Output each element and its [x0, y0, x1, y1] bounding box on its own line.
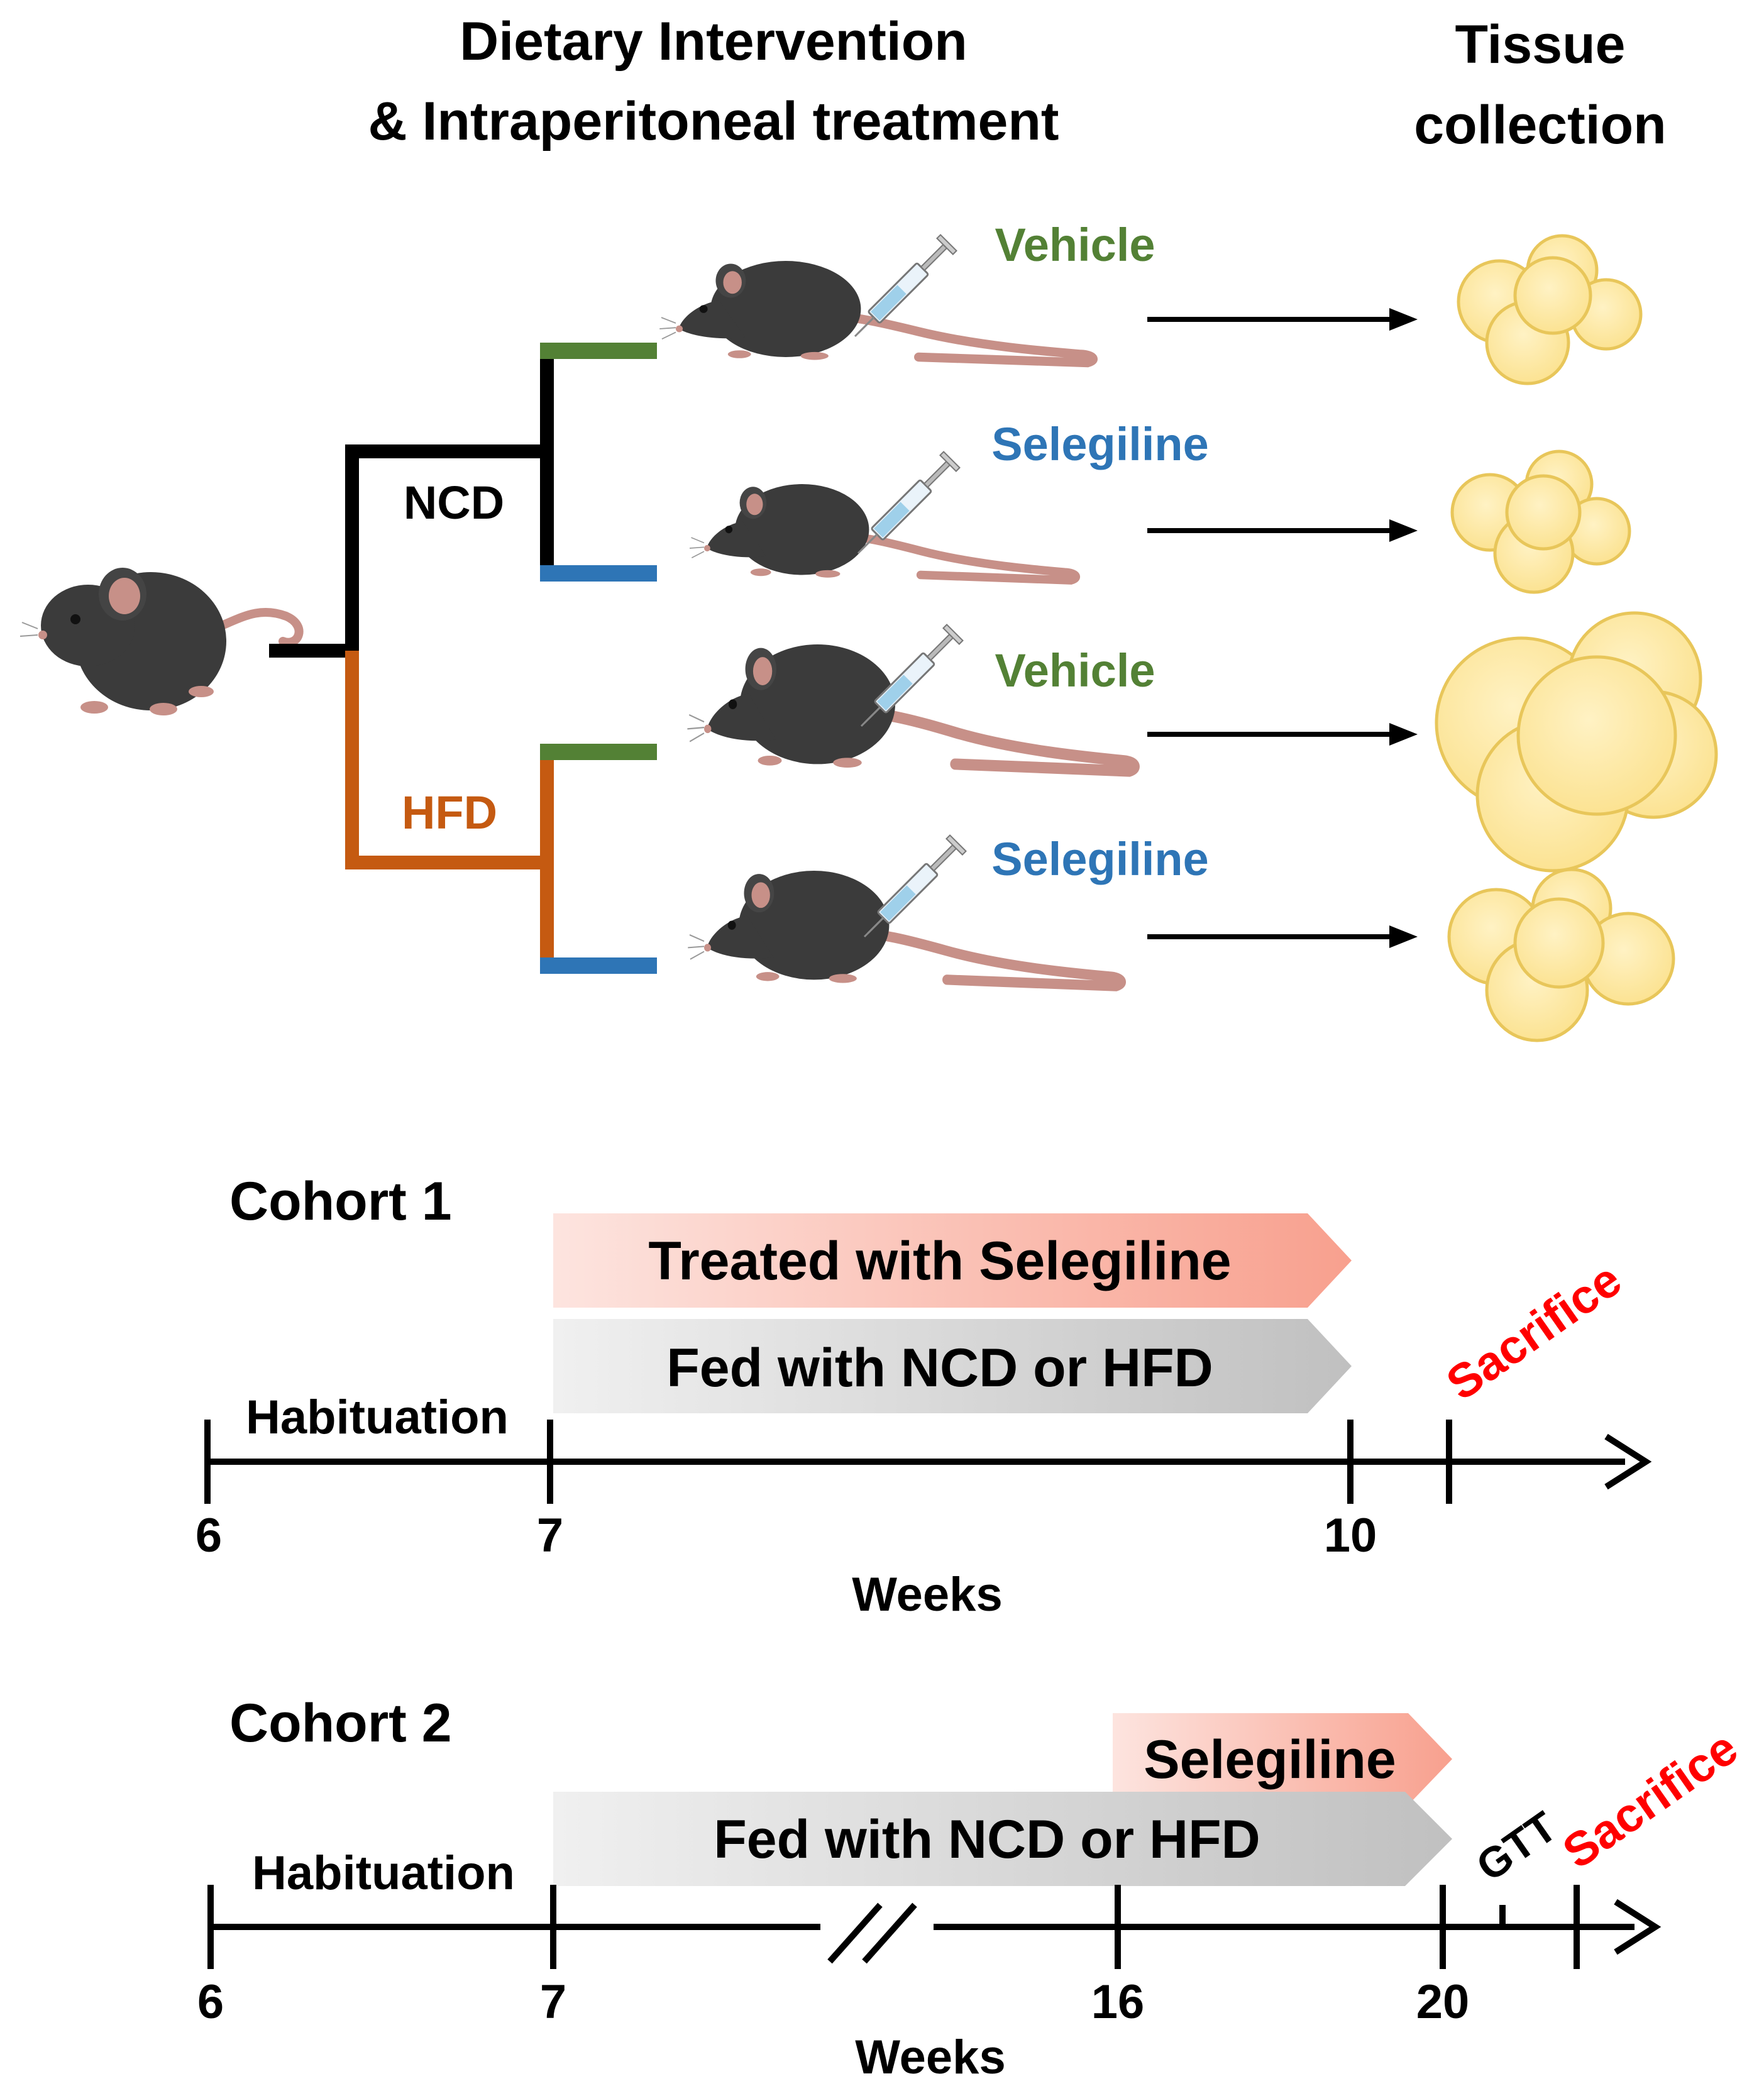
cohort2-treatment-label: Selegiline: [1144, 1730, 1396, 1790]
header-intervention-line2: & Intraperitoneal treatment: [368, 91, 1059, 152]
axis-arrowhead-icon: [1604, 1433, 1652, 1490]
arrow-right-icon: [1147, 519, 1418, 542]
hfd-label: HFD: [402, 786, 497, 839]
cohort2-gtt: GTT: [1468, 1802, 1565, 1890]
group-label: Selegiline: [991, 833, 1208, 885]
cohort2-timeline-axis: [207, 1885, 1634, 1969]
group-row-3: Vehicle: [687, 623, 1155, 771]
cohort2-title: Cohort 2: [229, 1693, 452, 1753]
cohort1-diet-bar: [553, 1319, 1352, 1413]
cohort1-treatment-label: Treated with Selegiline: [648, 1231, 1231, 1291]
syringe-icon: [852, 450, 961, 559]
arrow-right-icon: [1147, 723, 1418, 746]
cohort2-tick-16: 16: [1091, 1975, 1145, 2029]
arrow-right-icon: [1147, 925, 1418, 948]
adipocyte-cluster-icon: [1435, 611, 1718, 873]
cohort1-tick-10: 10: [1324, 1509, 1377, 1562]
cohort1-habituation: Habituation: [246, 1391, 509, 1444]
cohort1-tick-7: 7: [537, 1509, 563, 1562]
cohort2-axis-label: Weeks: [855, 2031, 1005, 2084]
cohort1-treatment-bar: [553, 1213, 1352, 1308]
cohort1-timeline-axis: [204, 1420, 1625, 1504]
cohort1-title: Cohort 1: [229, 1171, 452, 1232]
axis-break-icon: [827, 1902, 917, 1964]
group-row-2: Selegiline: [690, 418, 1209, 580]
ncd-label: NCD: [404, 477, 504, 529]
cohort1-diet-label: Fed with NCD or HFD: [666, 1338, 1213, 1398]
syringe-icon: [859, 834, 967, 942]
cohort2-diet-bar: [553, 1792, 1452, 1886]
header-tissue-line2: collection: [1414, 95, 1666, 155]
group-tree: [269, 343, 657, 974]
cohort2-diet-label: Fed with NCD or HFD: [714, 1809, 1260, 1870]
arrow-right-icon: [1147, 308, 1418, 331]
cohort2-tick-6: 6: [197, 1975, 224, 2029]
cohort2-tick-7: 7: [540, 1975, 566, 2029]
group-row-1: Vehicle: [659, 219, 1155, 363]
adipocyte-cluster-icon: [1450, 450, 1631, 594]
cohort2-treatment-bar: [1113, 1713, 1452, 1805]
adipocyte-cluster-icon: [1457, 234, 1643, 385]
group-label: Selegiline: [991, 418, 1208, 470]
cohort2-tick-20: 20: [1416, 1975, 1470, 2029]
cohort1-axis-label: Weeks: [852, 1568, 1002, 1621]
axis-arrowhead-icon: [1614, 1899, 1662, 1955]
cohort1-sacrifice: Sacrifice: [1437, 1253, 1631, 1411]
group-label: Vehicle: [995, 219, 1155, 271]
cohort2-habituation: Habituation: [252, 1846, 515, 1900]
group-label: Vehicle: [995, 644, 1155, 697]
cohort2-sacrifice: Sacrifice: [1553, 1721, 1747, 1879]
header-tissue-line1: Tissue: [1455, 14, 1626, 75]
header-intervention-line1: Dietary Intervention: [460, 11, 967, 72]
mouse-icon: [19, 568, 304, 715]
cohort1-tick-6: 6: [196, 1509, 222, 1562]
group-row-4: Selegiline: [688, 833, 1209, 986]
adipocyte-cluster-icon: [1447, 868, 1675, 1042]
